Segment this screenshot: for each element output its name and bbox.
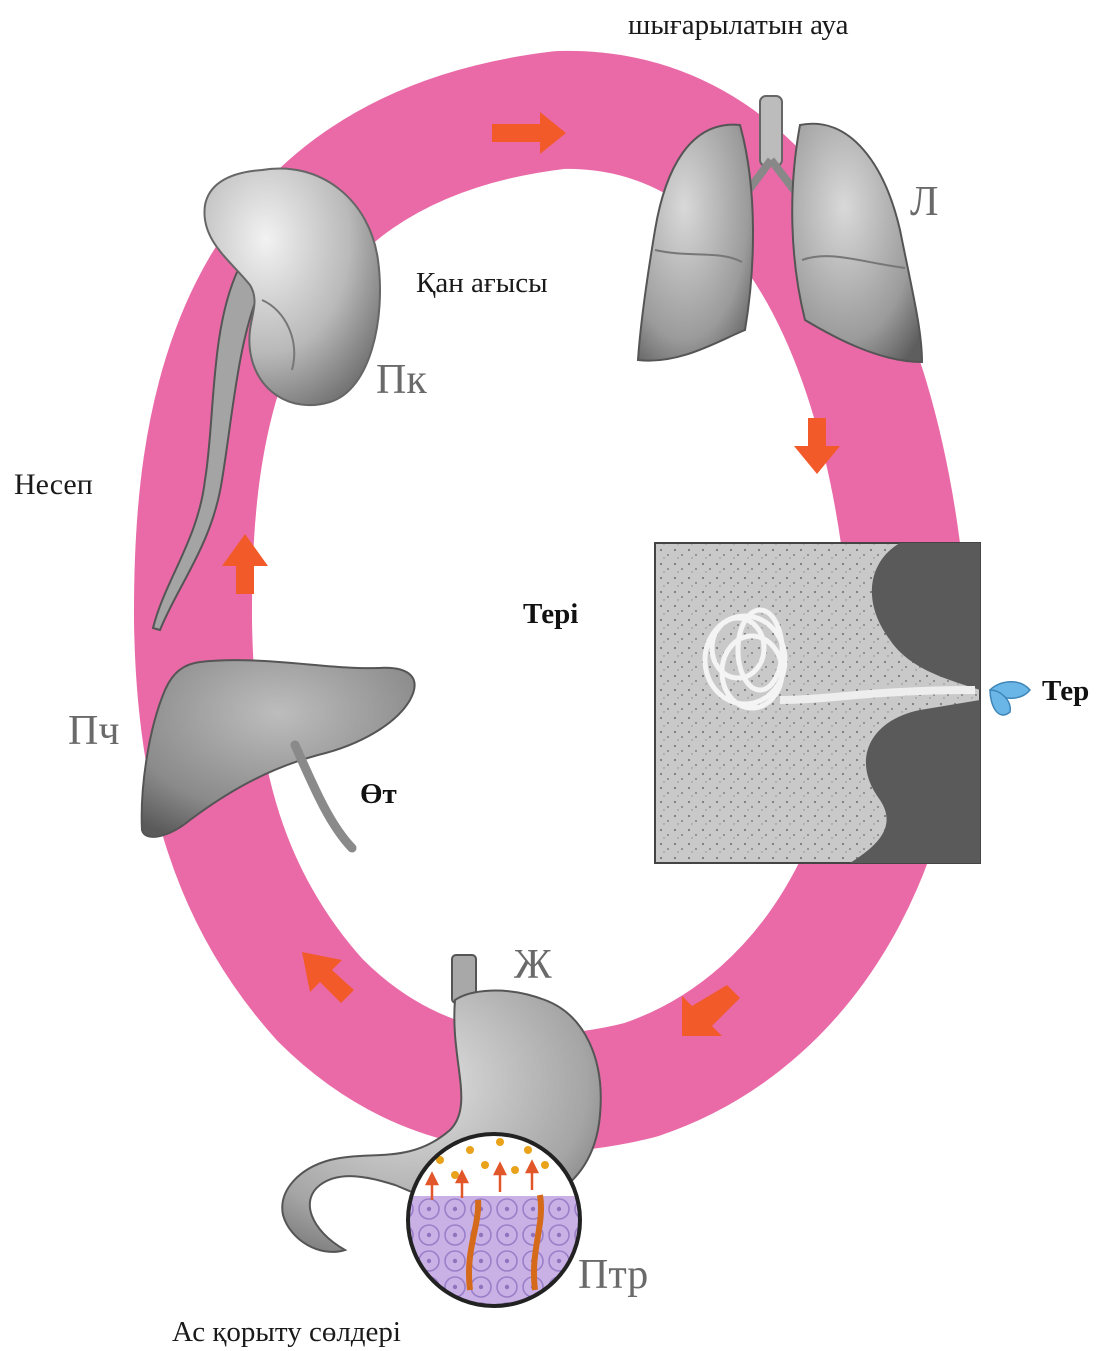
blood-flow-label: Қан ағысы (416, 267, 548, 299)
skin-section-icon (655, 543, 980, 863)
exhaled-air-label: шығарылатын ауа (628, 9, 849, 41)
bile-label: Өт (360, 778, 397, 810)
kidney-label: Пк (376, 357, 427, 403)
sweat-label: Тер (1042, 675, 1089, 707)
stomach-label: Ж (514, 942, 552, 988)
digestive-juices-label: Ас қорыту сөлдері (172, 1316, 401, 1348)
sweat-drop-icon (990, 682, 1030, 715)
liver-label: Пч (68, 708, 119, 754)
lungs-label: Л (910, 179, 939, 225)
urine-label: Несеп (14, 468, 93, 501)
intestine-label: Птр (578, 1252, 648, 1298)
skin-label: Тері (523, 598, 578, 630)
